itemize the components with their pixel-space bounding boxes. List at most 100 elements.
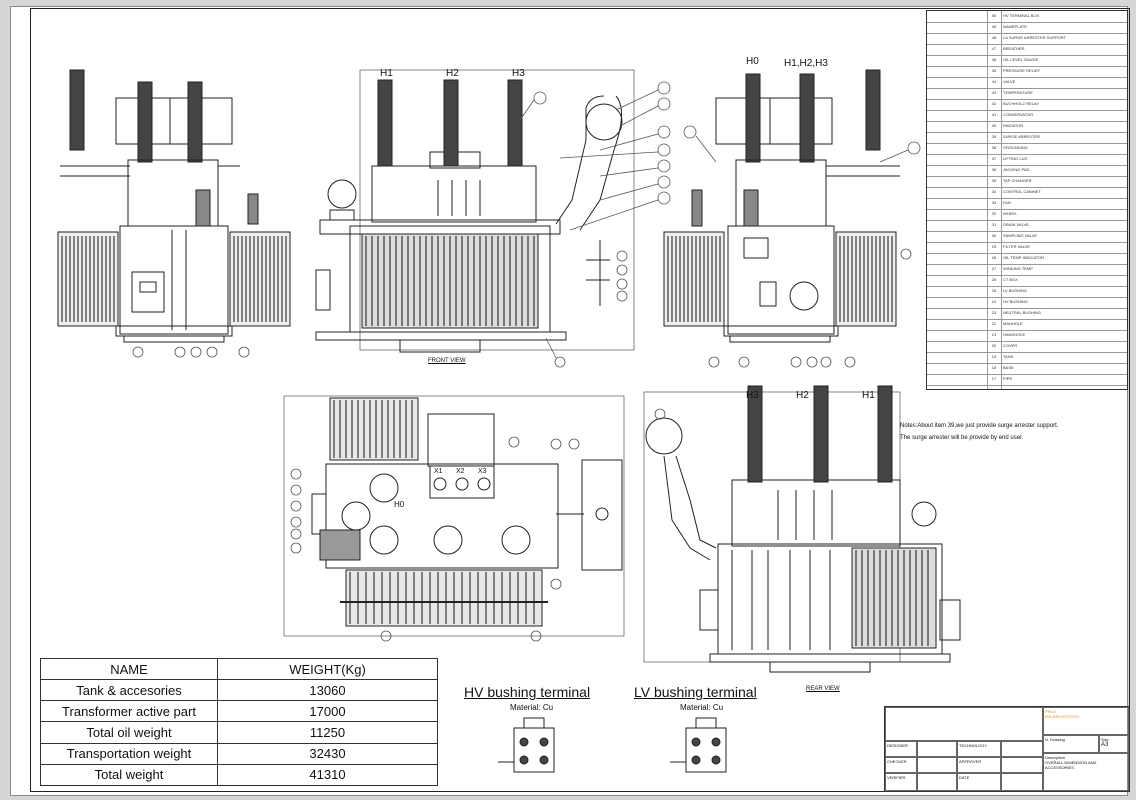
top-h0-label: H0 <box>394 500 405 509</box>
lv-terminal-title: LV bushing terminal <box>634 684 757 700</box>
parts-number: 18 <box>991 365 997 370</box>
parts-name: FILTER VALVE <box>1003 244 1030 249</box>
description-line-1: OVERALL DIMENSION AND <box>1045 760 1097 765</box>
top-lv-label-x1: X1 <box>434 468 443 475</box>
drawing-number-cell: N. Drawing <box>1043 735 1099 753</box>
parts-number: 27 <box>991 266 997 271</box>
designer-value-cell <box>917 741 957 757</box>
parts-number: 21 <box>991 332 997 337</box>
description-line-2: ACCESSORIES <box>1045 765 1074 770</box>
parts-number: 20 <box>991 343 997 348</box>
parts-name: BUCHHOLZ RELAY <box>1003 101 1039 106</box>
parts-name: JACKING PAD <box>1003 167 1030 172</box>
table-row: Tank & accesories 13060 <box>40 678 438 702</box>
weight-row-name: Tank & accesories <box>40 678 218 702</box>
parts-name: WHEEL <box>1003 211 1018 216</box>
parts-number: 41 <box>991 112 997 117</box>
table-row: Transformer active part 17000 <box>40 700 438 723</box>
table-row: Transportation weight 32430 <box>40 742 438 765</box>
technology-cell: TECHNOLOGY <box>957 741 1001 757</box>
parts-name: TANK <box>1003 354 1014 359</box>
right-side-view <box>663 69 900 343</box>
top-lv-label-x3: X3 <box>478 468 487 475</box>
parts-name: BASE <box>1003 365 1014 370</box>
approver-value-cell <box>1001 757 1043 773</box>
weight-row-value: 11250 <box>217 721 438 744</box>
parts-name: TAP CHANGER <box>1003 178 1032 183</box>
parts-name: OIL LEVEL GAUGE <box>1003 57 1039 62</box>
parts-number: 50 <box>991 13 997 18</box>
parts-number: 45 <box>991 68 997 73</box>
description-cell: Description OVERALL DIMENSION AND ACCESS… <box>1043 753 1129 791</box>
parts-number: 26 <box>991 277 997 282</box>
title-block: PROJ 600 ERIOSTOTED N. Drawing Size A3 D… <box>884 706 1130 792</box>
parts-list-row: 19 TANK <box>927 352 1127 364</box>
parts-number: 19 <box>991 354 997 359</box>
date-label: DATE <box>959 775 970 780</box>
weight-row-value: 17000 <box>217 700 438 723</box>
size-cell: Size A3 <box>1099 735 1129 753</box>
callouts <box>132 81 921 642</box>
size-label: Size <box>1101 737 1109 742</box>
parts-list-row: 25 LV BUSHING <box>927 286 1127 298</box>
parts-number: 23 <box>991 310 997 315</box>
parts-number: 36 <box>991 167 997 172</box>
weight-table-header-name: NAME <box>40 658 218 680</box>
parts-name: CONTROL CABINET <box>1003 189 1041 194</box>
parts-list-row: 39 SURGE ARRESTER <box>927 132 1127 144</box>
verifier-label: VERIFIER <box>887 775 906 780</box>
company-line-1: PROJ <box>1045 709 1056 714</box>
drawing-frame <box>30 8 1130 792</box>
parts-name: FAN <box>1003 200 1011 205</box>
parts-number: 40 <box>991 123 997 128</box>
table-row: Total oil weight 11250 <box>40 721 438 744</box>
weight-row-value: 32430 <box>217 742 438 765</box>
parts-name: HV TERMINAL BOX <box>1003 13 1040 18</box>
parts-number: 44 <box>991 79 997 84</box>
parts-name: TEMPERATURE <box>1003 90 1033 95</box>
parts-list-row: 43 TEMPERATURE <box>927 88 1127 100</box>
parts-name: CT BOX <box>1003 277 1018 282</box>
checker-value-cell <box>917 757 957 773</box>
technology-label: TECHNOLOGY <box>959 743 988 748</box>
parts-list-row: 41 CONSERVATOR <box>927 110 1127 122</box>
rear-phase-label-h1: H1 <box>862 390 875 401</box>
parts-name: GROUNDING <box>1003 145 1028 150</box>
parts-number: 39 <box>991 134 997 139</box>
verifier-value-cell <box>917 773 957 791</box>
parts-number: 43 <box>991 90 997 95</box>
rear-view <box>643 385 961 673</box>
lv-terminal-material: Material: Cu <box>680 703 724 712</box>
parts-name: LV BUSHING <box>1003 288 1027 293</box>
parts-name: MANHOLE <box>1003 321 1023 326</box>
parts-number: 38 <box>991 145 997 150</box>
parts-list-divider <box>1001 11 1002 389</box>
checker-label: CHECKER <box>887 759 907 764</box>
parts-number: 46 <box>991 57 997 62</box>
parts-name: NAMEPLATE <box>1003 24 1027 29</box>
checker-cell: CHECKER <box>885 757 917 773</box>
parts-number: 22 <box>991 321 997 326</box>
lv-terminal-sketch <box>670 717 727 773</box>
parts-name: HANDHOLE <box>1003 332 1026 337</box>
parts-name: CONSERVATOR <box>1003 112 1034 117</box>
parts-number: 47 <box>991 46 997 51</box>
parts-name: SURGE ARRESTER <box>1003 134 1040 139</box>
parts-list-divider <box>987 11 988 389</box>
parts-number: 25 <box>991 288 997 293</box>
weight-row-name: Transformer active part <box>40 700 218 723</box>
